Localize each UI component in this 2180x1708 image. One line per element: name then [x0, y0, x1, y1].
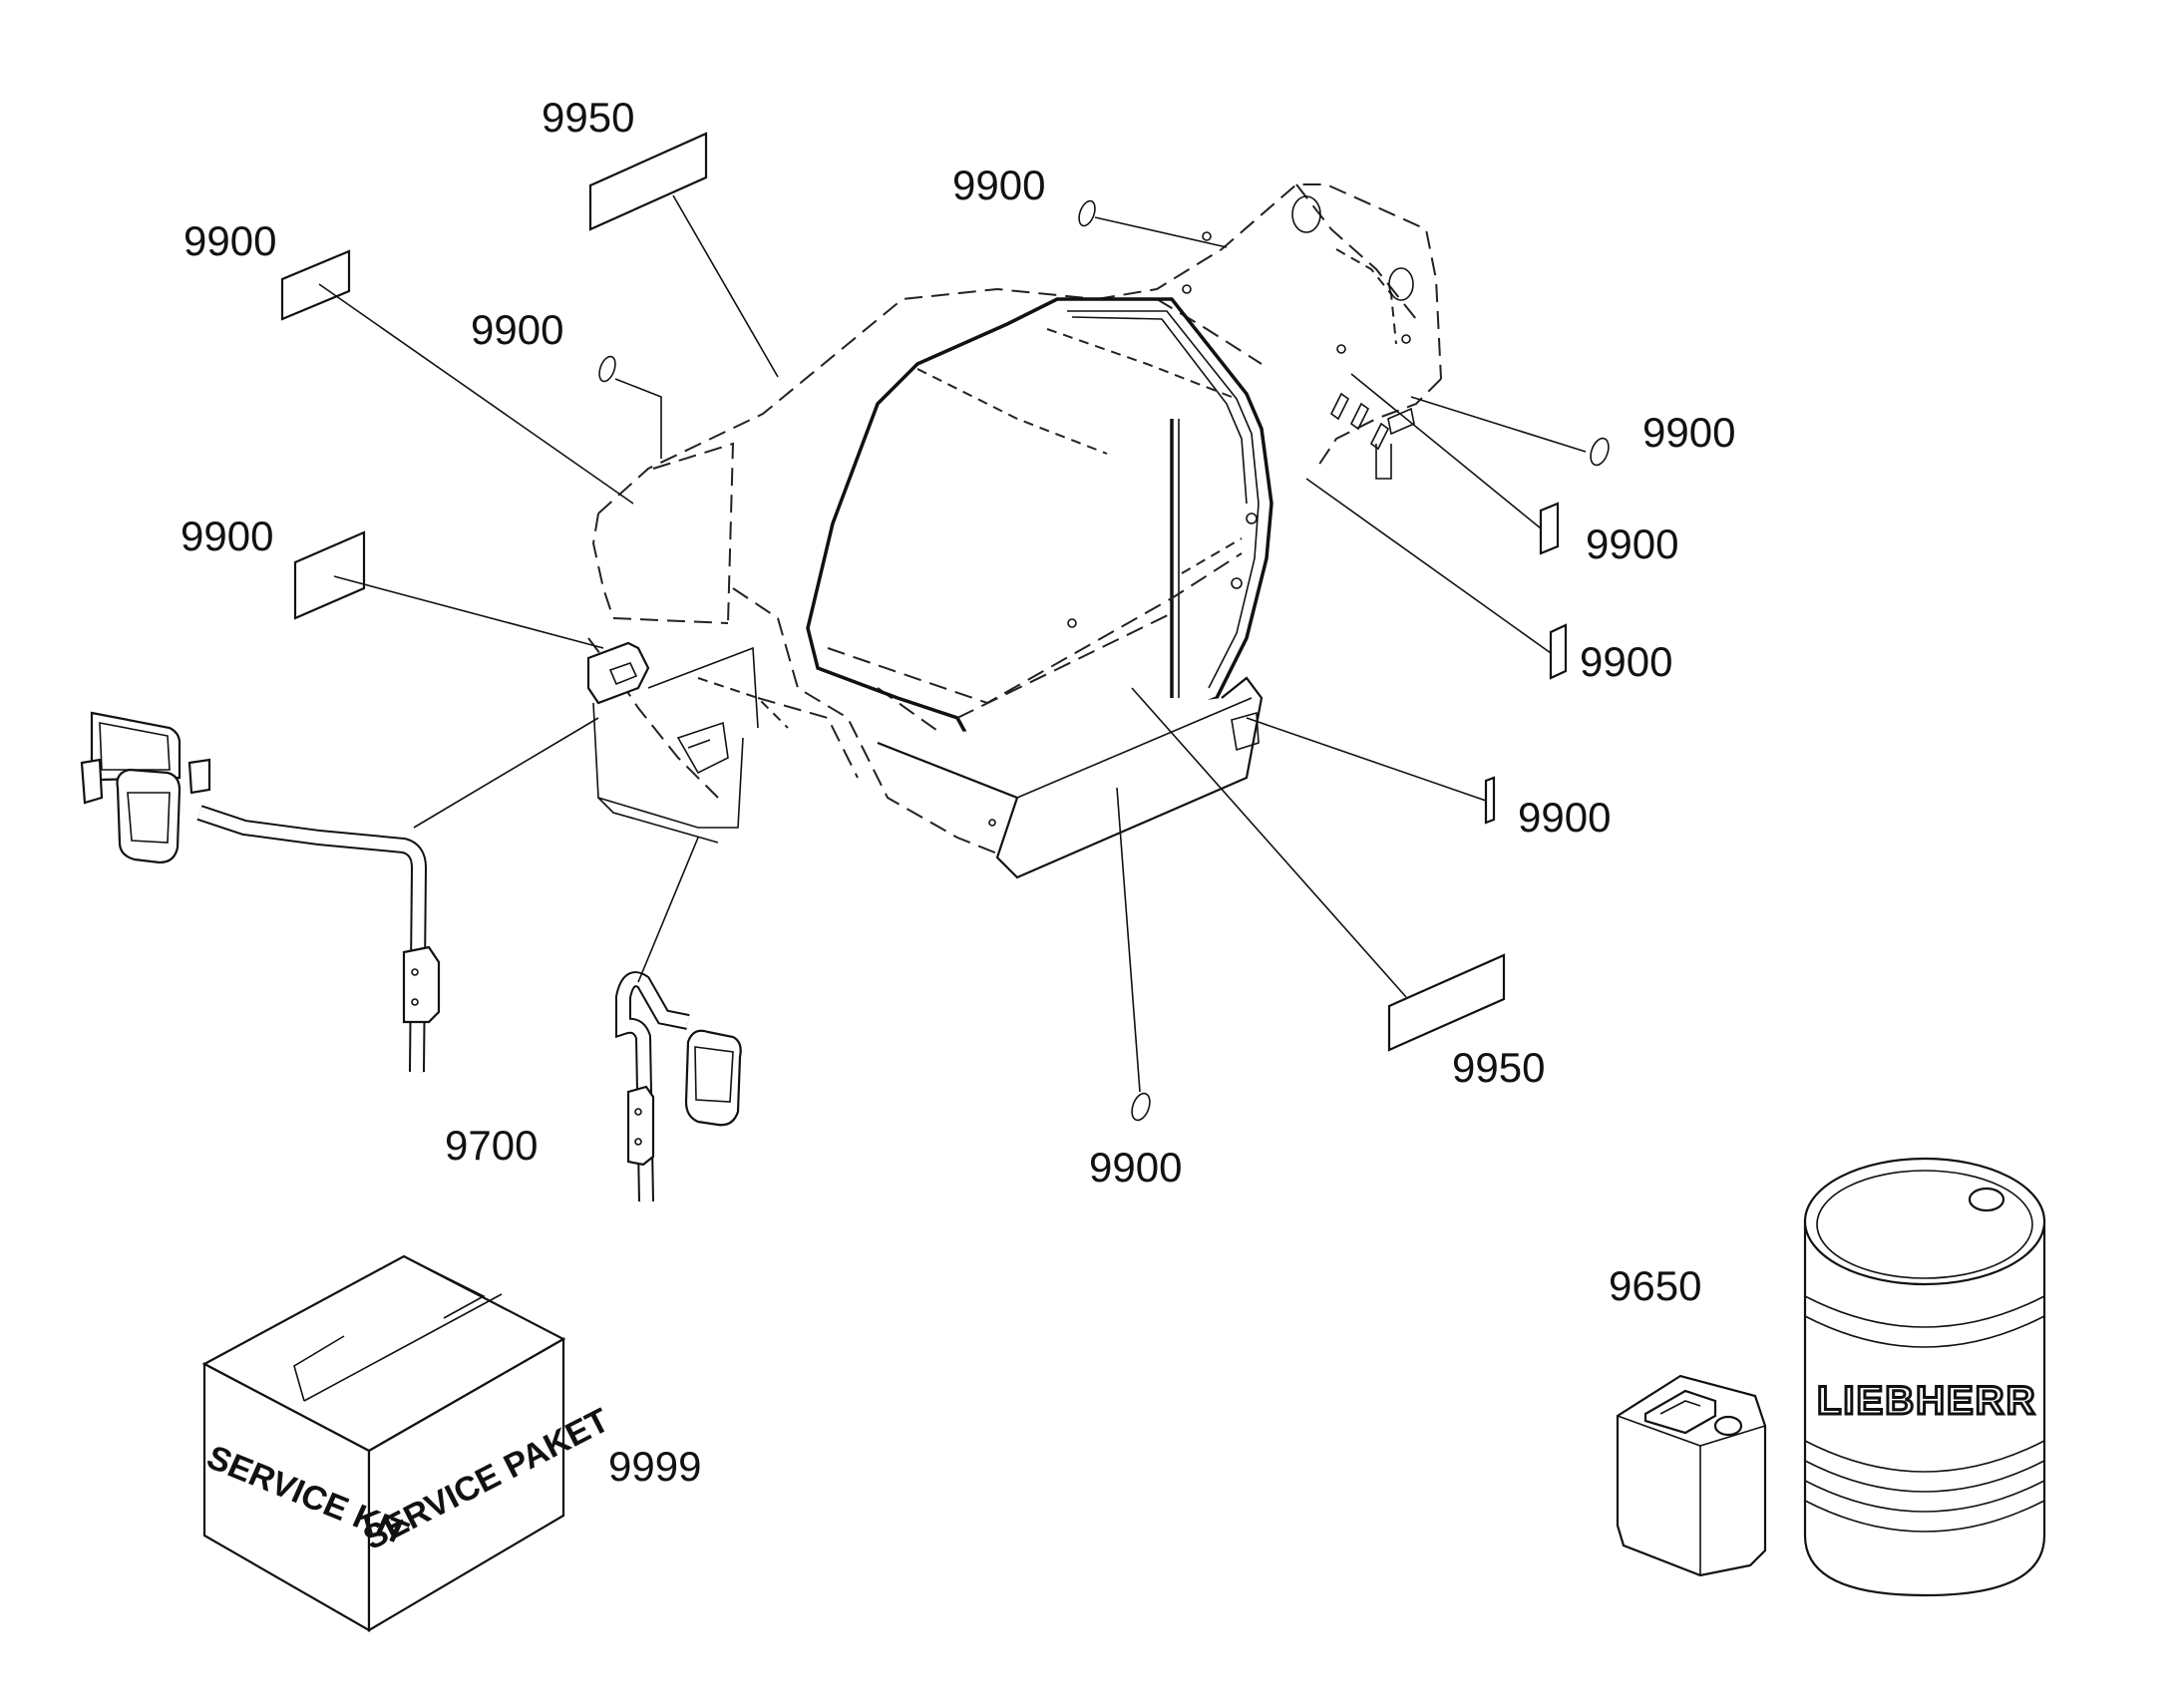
label-9900-left-2: 9900 — [471, 306, 563, 353]
label-9900-right-4: 9900 — [1518, 794, 1611, 841]
label-9900-bottom: 9900 — [1089, 1144, 1182, 1191]
label-9900-top-middle: 9900 — [952, 162, 1045, 208]
label-9650: 9650 — [1609, 1262, 1701, 1309]
cab-base-platform — [877, 676, 1264, 879]
service-kit-box: SERVICE KIT SERVICE PAKET — [201, 1254, 615, 1632]
callout-labels: 9950 9900 9900 9900 9900 9900 9900 9900 … — [181, 94, 1735, 1490]
label-9700: 9700 — [445, 1122, 538, 1169]
machine-frame — [587, 183, 1442, 858]
label-9900-right-3: 9900 — [1580, 638, 1672, 685]
label-9900-right-1: 9900 — [1642, 409, 1735, 456]
fluid-canister — [1616, 1374, 1767, 1577]
mirror-bracket-block — [586, 641, 759, 844]
label-9950-top: 9950 — [542, 94, 634, 141]
leader-lines — [318, 194, 1587, 1093]
label-9900-left-1: 9900 — [183, 217, 276, 264]
drum-brand-text: LIEBHERR — [1817, 1379, 2036, 1423]
label-9950-right: 9950 — [1452, 1044, 1545, 1091]
rear-arm-details — [1182, 195, 1415, 480]
mirror-assembly-left — [80, 711, 441, 1073]
mirror-assembly-right — [615, 971, 742, 1202]
oil-drum: LIEBHERR — [1803, 1157, 2046, 1597]
label-9900-right-2: 9900 — [1586, 520, 1678, 567]
decals — [280, 132, 1610, 1122]
label-9900-left-3: 9900 — [181, 512, 273, 559]
label-9999: 9999 — [608, 1443, 701, 1490]
